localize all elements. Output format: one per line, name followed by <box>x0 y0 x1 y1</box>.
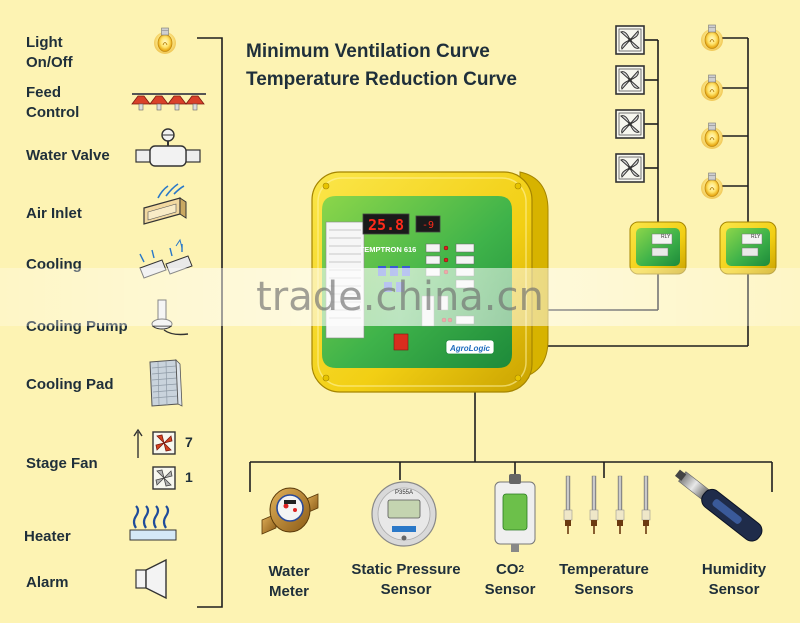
static-pressure-sensor-icon <box>371 481 437 547</box>
feed-control-label: Feed Control <box>26 84 80 121</box>
exhaust-fan-icon <box>615 153 645 183</box>
light-bulb-icon <box>153 27 177 55</box>
relay-module-left-label: RLY <box>661 234 671 240</box>
title-line-1: Minimum Ventilation Curve <box>246 41 490 62</box>
humidity-sensor-label: Humidity Sensor <box>701 561 767 598</box>
feeder-icon <box>131 93 206 111</box>
exhaust-fan-icon <box>615 65 645 95</box>
temperature-sensors-label: Temperature Sensors <box>559 561 649 598</box>
co2-label-sensor: Sensor <box>484 581 536 598</box>
exhaust-fan-icon <box>615 25 645 55</box>
heater-label: Heater <box>24 528 71 545</box>
exhaust-fan-icon <box>615 109 645 139</box>
relay-module-right-label: RLY <box>751 234 761 240</box>
light-bulb-icon <box>700 122 724 150</box>
water-valve-label: Water Valve <box>26 147 110 164</box>
stage-fan-icon <box>133 428 176 490</box>
stage-fan-max-number: 7 <box>185 434 193 450</box>
alarm-label: Alarm <box>26 574 69 591</box>
cooling-pad-icon <box>149 358 183 407</box>
co2-sensor-icon <box>494 474 536 552</box>
alarm-speaker-icon <box>135 558 167 600</box>
water-valve-icon <box>135 128 201 167</box>
cooling-pad-label: Cooling Pad <box>26 376 114 393</box>
co2-sensor-label: CO2 Sensor <box>485 560 536 600</box>
stage-fan-min-number: 1 <box>185 469 193 485</box>
humidity-sensor-icon <box>674 469 763 542</box>
light-bulb-icon <box>700 172 724 200</box>
title-line-2: Temperature Reduction Curve <box>246 69 517 90</box>
air-inlet-label: Air Inlet <box>26 205 82 222</box>
temperature-sensor-icon <box>563 475 651 535</box>
watermark: trade.china.cn <box>0 268 800 326</box>
air-inlet-icon <box>143 183 187 225</box>
pressure-sensor-display: P355A <box>395 490 413 496</box>
controller-model: TEMPTRON 616 <box>360 245 417 254</box>
relay-module-right <box>719 221 777 275</box>
stage-fan-label: Stage Fan <box>26 455 98 472</box>
heater-icon <box>129 505 177 541</box>
light-bulb-icon <box>700 24 724 52</box>
co2-label-text: CO2 <box>495 561 525 578</box>
water-meter-icon <box>261 487 319 535</box>
main-display: 25.8 <box>368 216 404 234</box>
light-on-off-label: Light On/Off <box>26 34 73 71</box>
static-pressure-sensor-label: Static Pressure Sensor <box>351 561 461 598</box>
water-meter-label: Water Meter <box>268 563 310 600</box>
secondary-display: -9 <box>422 220 434 231</box>
light-bulb-icon <box>700 74 724 102</box>
relay-module-left <box>629 221 687 275</box>
brand-logo: AgroLogic <box>449 344 491 353</box>
